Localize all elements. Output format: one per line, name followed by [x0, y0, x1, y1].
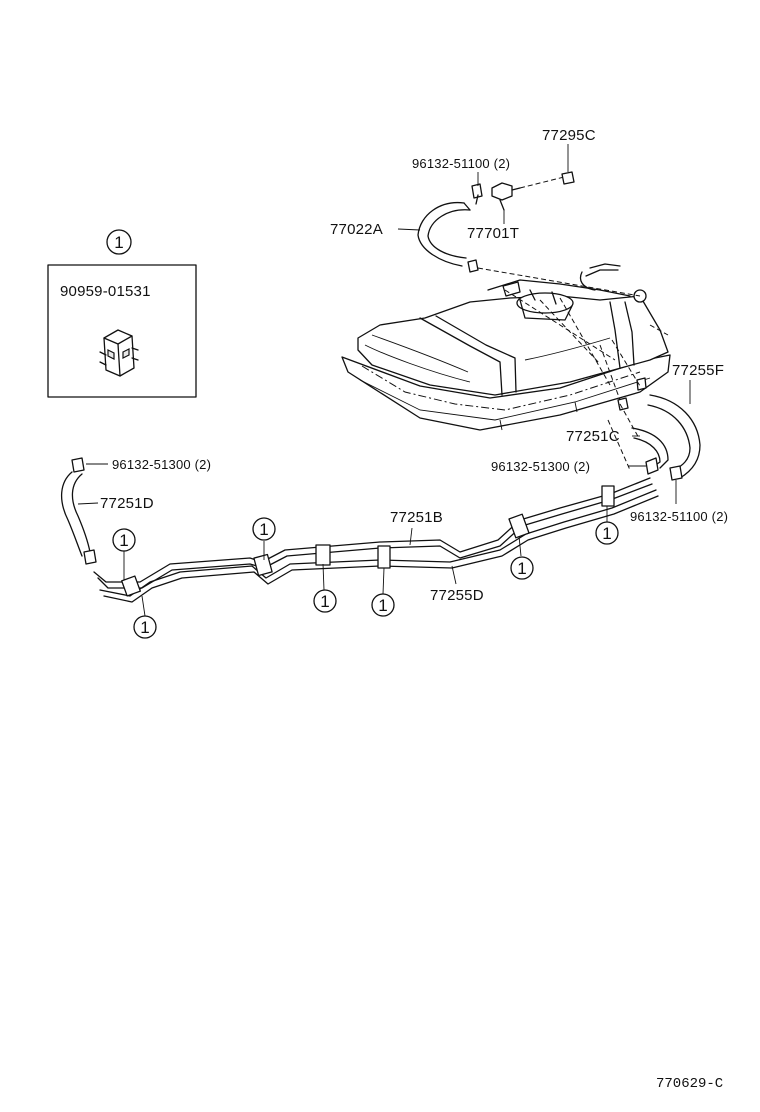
hose-clip-right: [645, 457, 683, 481]
label-96132-51300-left: 96132-51300 (2): [112, 457, 211, 472]
callout-leaders: [123, 506, 608, 617]
fuel-tank: [341, 259, 671, 471]
callout-markers: 1 1 1 1 1 1 1: [112, 517, 619, 639]
label-77295C: 77295C: [542, 127, 596, 144]
hose-77255F: [647, 394, 701, 479]
svg-text:1: 1: [320, 592, 329, 611]
part-labels: 77295C 96132-51100 (2) 77022A 77701T 772…: [77, 127, 728, 604]
callout-circle: 1: [595, 521, 619, 545]
svg-text:1: 1: [119, 531, 128, 550]
label-77251C: 77251C: [566, 428, 620, 445]
callout-circle: 1: [510, 556, 534, 580]
callout-circle: 1: [313, 589, 337, 613]
label-90959-01531: 90959-01531: [60, 283, 151, 300]
clamp-icon: [99, 329, 139, 377]
svg-text:1: 1: [140, 618, 149, 637]
svg-text:1: 1: [378, 596, 387, 615]
label-77251B: 77251B: [390, 509, 443, 526]
inset-callout-number: 1: [114, 233, 123, 252]
callout-circle: 1: [112, 528, 136, 552]
clamp-detail-inset: 1 90959-01531: [47, 229, 197, 398]
hose-77251C: [631, 427, 669, 469]
label-77701T: 77701T: [467, 225, 519, 242]
valve-77701T: [491, 175, 569, 211]
svg-text:1: 1: [517, 559, 526, 578]
label-77255F: 77255F: [672, 362, 724, 379]
fitting-77295C: [561, 144, 575, 185]
hose-77251D: [61, 457, 97, 565]
fuel-lines-77251B-77255D: [93, 477, 659, 603]
inset-frame: [47, 264, 197, 398]
callout-circle: 1: [371, 593, 395, 617]
svg-text:1: 1: [259, 520, 268, 539]
label-77255D: 77255D: [430, 587, 484, 604]
line-clamps: [121, 485, 615, 597]
svg-text:1: 1: [602, 524, 611, 543]
inset-callout-circle: [106, 229, 132, 255]
tank-clip-top: [467, 259, 479, 273]
diagram-reference-number: 770629-C: [656, 1076, 724, 1092]
label-77022A: 77022A: [330, 221, 383, 238]
label-77251D: 77251D: [100, 495, 154, 512]
callout-circle: 1: [133, 615, 157, 639]
hose-clip-96132-51100: [471, 183, 483, 205]
label-96132-51100-right: 96132-51100 (2): [630, 509, 728, 524]
label-96132-51100-top: 96132-51100 (2): [412, 156, 510, 171]
callout-circle: 1: [252, 517, 276, 541]
breather-hose-77022A: [417, 201, 471, 267]
label-96132-51300-right: 96132-51300 (2): [491, 459, 590, 474]
